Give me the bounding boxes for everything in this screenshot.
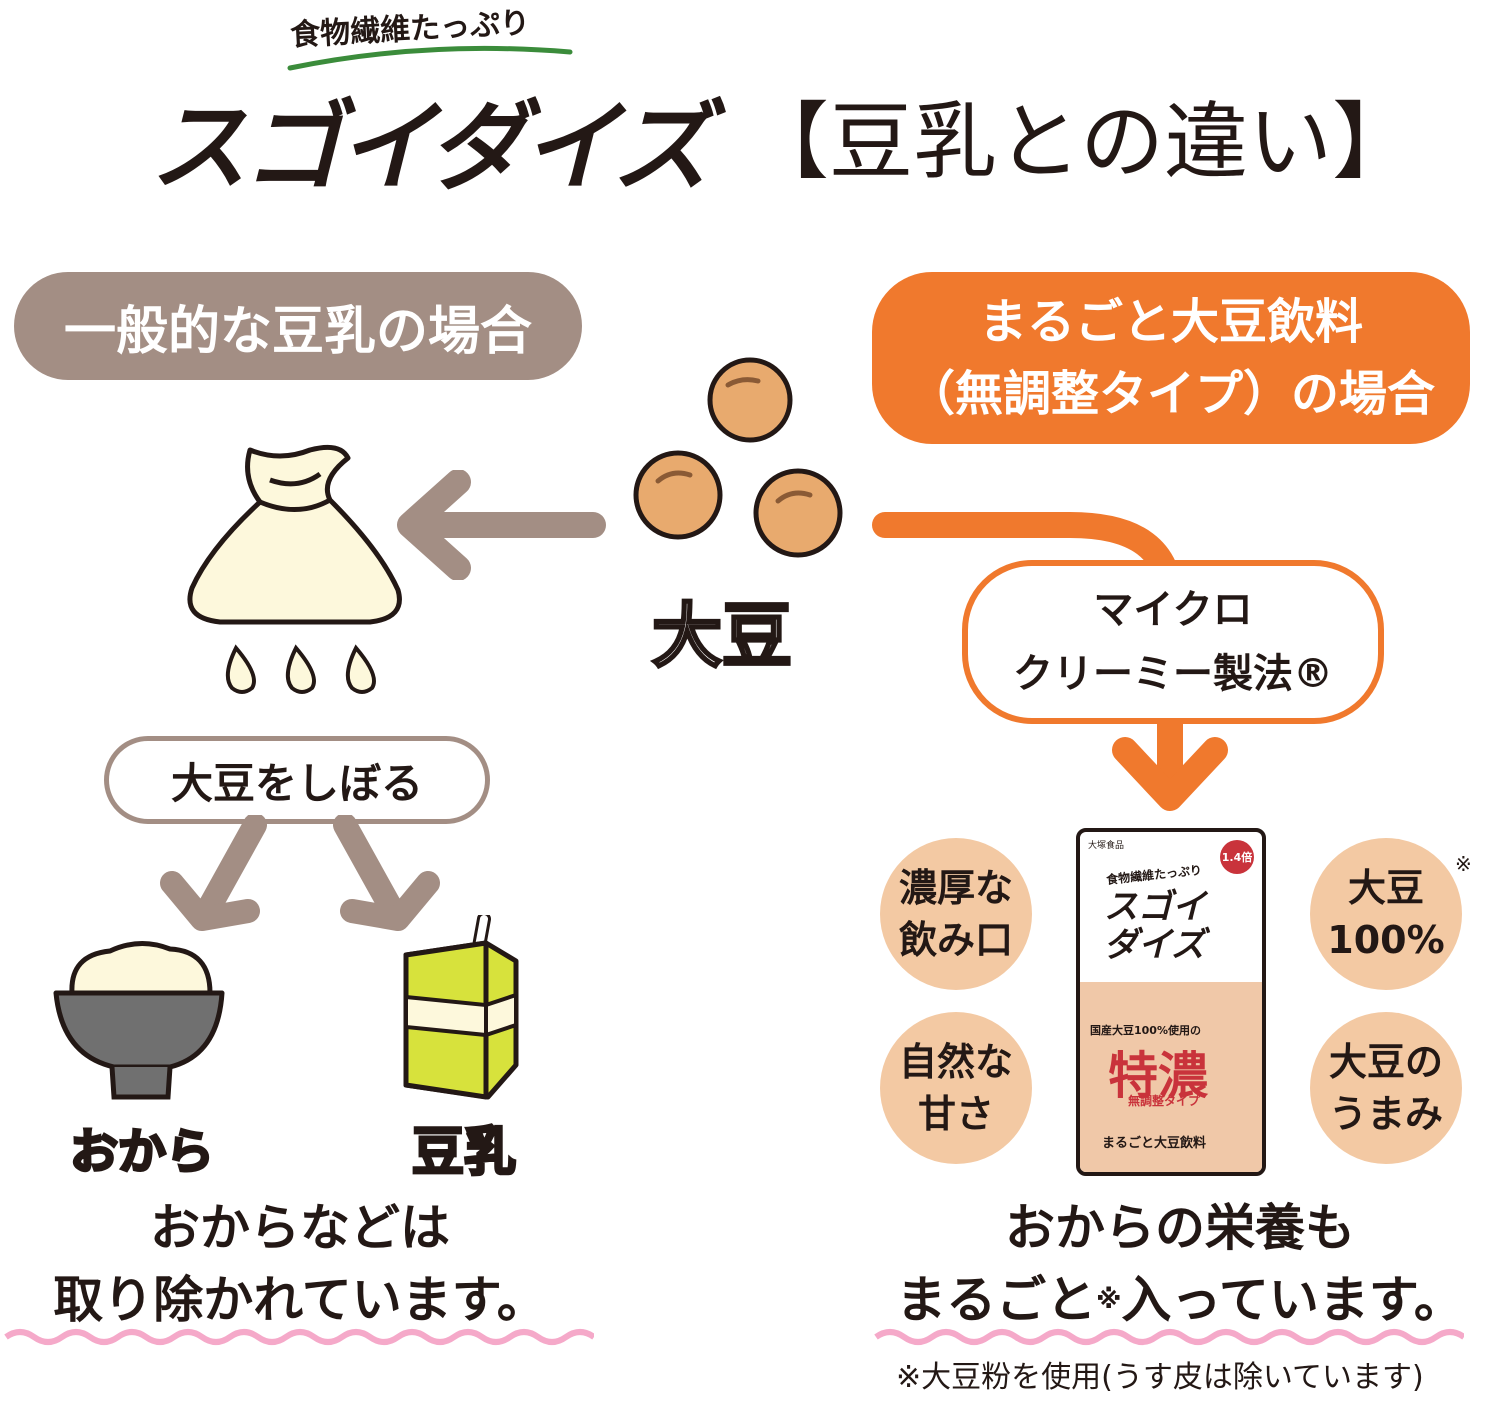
- soymilk-label: 豆乳: [410, 1122, 517, 1185]
- process-label-line1: マイクロ: [1093, 587, 1253, 633]
- feature-label-line2: 100%: [1327, 918, 1445, 962]
- package-tagline: 食物繊維たっぷり: [1105, 863, 1203, 887]
- tagline-swoosh: [287, 45, 573, 71]
- package-footer: まるごと大豆飲料: [1102, 1136, 1207, 1151]
- arrow-left-icon: [397, 470, 606, 580]
- squeeze-soybeans-pill: 大豆をしぼる: [104, 736, 490, 824]
- soybeans-illustration: [633, 357, 843, 558]
- package-name: スゴイ ダイズ: [1104, 888, 1206, 964]
- page-title: 【豆乳との違い】: [745, 93, 1417, 191]
- okara-bowl-illustration: [53, 941, 225, 1100]
- left-caption-line1: おからなどは: [150, 1199, 450, 1257]
- right-caption-line2: まるごと※入っています。: [860, 1264, 1500, 1336]
- left-caption: おからなどは 取り除かれています。: [0, 1192, 600, 1336]
- micro-creamy-process-pill: マイクロ クリーミー製法®: [962, 560, 1384, 724]
- split-arrows-icon: [160, 815, 440, 931]
- process-label-line2: クリーミー製法®: [1013, 651, 1333, 697]
- feature-label-line1: 濃厚な: [898, 866, 1013, 910]
- right-caption-line1: おからの栄養も: [1005, 1199, 1355, 1257]
- squeeze-label: 大豆をしぼる: [170, 758, 423, 808]
- brand-logo: スゴイダイズ: [150, 91, 711, 205]
- product-package: 大塚食品 1.4倍 食物繊維たっぷり スゴイ ダイズ 国産大豆100%使用の 特…: [1076, 828, 1266, 1176]
- right-caption-line2a: まるごと: [896, 1271, 1097, 1329]
- whole-soy-drink-sublabel: （無調整タイプ）の場合: [906, 366, 1435, 422]
- package-badge: 1.4倍: [1220, 840, 1254, 874]
- feature-label-line2: うまみ: [1328, 1092, 1443, 1136]
- feature-label-line2: 飲み口: [898, 918, 1013, 962]
- soybean-label: 大豆: [651, 594, 794, 679]
- whole-soy-drink-label: まるごと大豆飲料: [978, 294, 1363, 350]
- feature-label-line1: 自然な: [898, 1040, 1013, 1084]
- feature-label-line1: 大豆: [1347, 866, 1424, 910]
- left-wavy-underline: [4, 1329, 594, 1345]
- soymilk-carton-illustration: [403, 915, 519, 1100]
- right-caption-line2b: 入っています。: [1121, 1271, 1464, 1329]
- package-bottom-panel: [1080, 982, 1262, 1172]
- package-name-line1: スゴイ: [1104, 887, 1206, 927]
- squeeze-bag-illustration: [187, 444, 402, 694]
- package-main-label: 特濃: [1108, 1047, 1208, 1105]
- feature-rich-taste: 濃厚な 飲み口: [880, 838, 1032, 990]
- right-caption-note-mark: ※: [1096, 1285, 1122, 1315]
- package-subtitle: 国産大豆100%使用の: [1090, 1024, 1201, 1037]
- left-caption-line2: 取り除かれています。: [53, 1271, 547, 1329]
- right-wavy-underline: [874, 1329, 1464, 1345]
- feature-label-line2: 甘さ: [917, 1092, 994, 1136]
- whole-soy-drink-pill: まるごと大豆飲料 （無調整タイプ）の場合: [872, 272, 1470, 444]
- feature-soy-umami: 大豆の うまみ: [1310, 1012, 1462, 1164]
- footnote: ※大豆粉を使用(うす皮は除いています): [896, 1360, 1424, 1395]
- general-soymilk-label: 一般的な豆乳の場合: [63, 301, 532, 362]
- package-type: 無調整タイプ: [1128, 1094, 1201, 1108]
- general-soymilk-pill: 一般的な豆乳の場合: [14, 272, 582, 380]
- feature-label-line1: 大豆の: [1328, 1040, 1443, 1084]
- feature-natural-sweetness: 自然な 甘さ: [880, 1012, 1032, 1164]
- okara-label: おから: [68, 1123, 215, 1182]
- package-maker: 大塚食品: [1088, 841, 1125, 851]
- feature-soy-100: 大豆 100%: [1310, 838, 1462, 990]
- package-name-line2: ダイズ: [1104, 925, 1205, 965]
- note-mark: ※: [1455, 852, 1472, 876]
- right-caption: おからの栄養も まるごと※入っています。: [860, 1192, 1500, 1336]
